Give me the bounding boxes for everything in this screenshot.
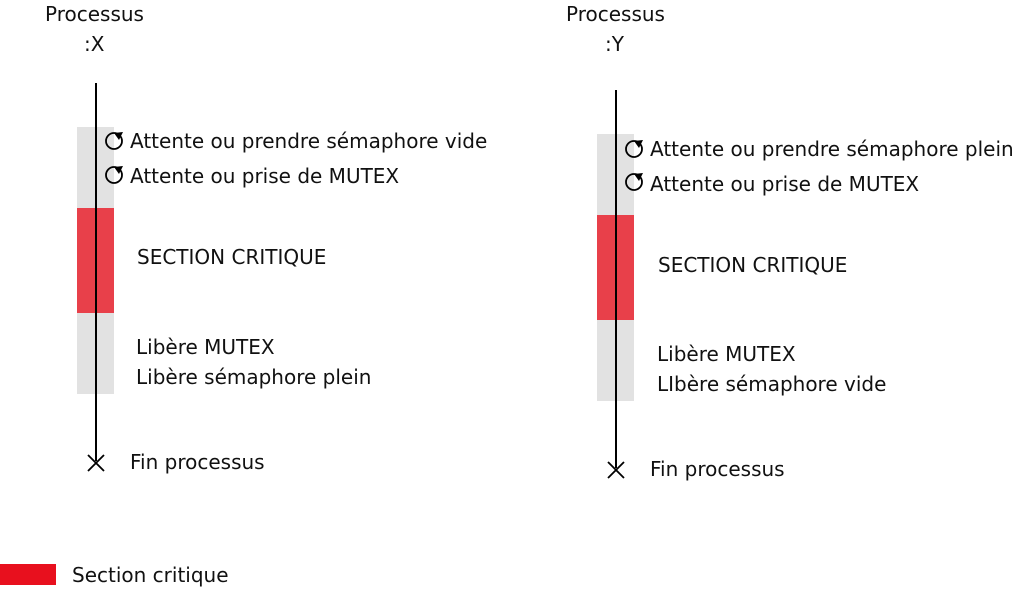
wait-cycle-icon [625, 173, 643, 191]
process-y-end-label: Fin processus [650, 457, 785, 481]
legend-swatch [0, 564, 56, 585]
process-y-critical-label: SECTION CRITIQUE [658, 253, 848, 277]
process-x-release-mutex: Libère MUTEX [136, 335, 275, 359]
process-x-wait-semaphore: Attente ou prendre sémaphore vide [130, 129, 488, 153]
process-y-timeline [615, 90, 617, 468]
process-y-release-mutex: Libère MUTEX [657, 342, 796, 366]
wait-cycle-icon [105, 166, 123, 184]
process-x-id: :X [84, 32, 105, 56]
wait-cycle-icon [105, 132, 123, 150]
wait-cycle-icon [625, 140, 643, 158]
process-y-id: :Y [605, 32, 624, 56]
process-x-timeline [95, 83, 97, 461]
legend-label: Section critique [72, 563, 229, 587]
end-x-icon [87, 454, 105, 472]
process-y-release-semaphore: LIbère sémaphore vide [657, 372, 887, 396]
process-y-wait-mutex: Attente ou prise de MUTEX [650, 172, 920, 196]
process-x-end-label: Fin processus [130, 450, 265, 474]
process-y-title: Processus [566, 2, 665, 26]
process-x-wait-mutex: Attente ou prise de MUTEX [130, 164, 400, 188]
process-x-critical-label: SECTION CRITIQUE [137, 245, 327, 269]
process-x-title: Processus [45, 2, 144, 26]
end-x-icon [607, 461, 625, 479]
process-x-release-semaphore: Libère sémaphore plein [136, 365, 372, 389]
process-y-wait-semaphore: Attente ou prendre sémaphore plein [650, 137, 1014, 161]
